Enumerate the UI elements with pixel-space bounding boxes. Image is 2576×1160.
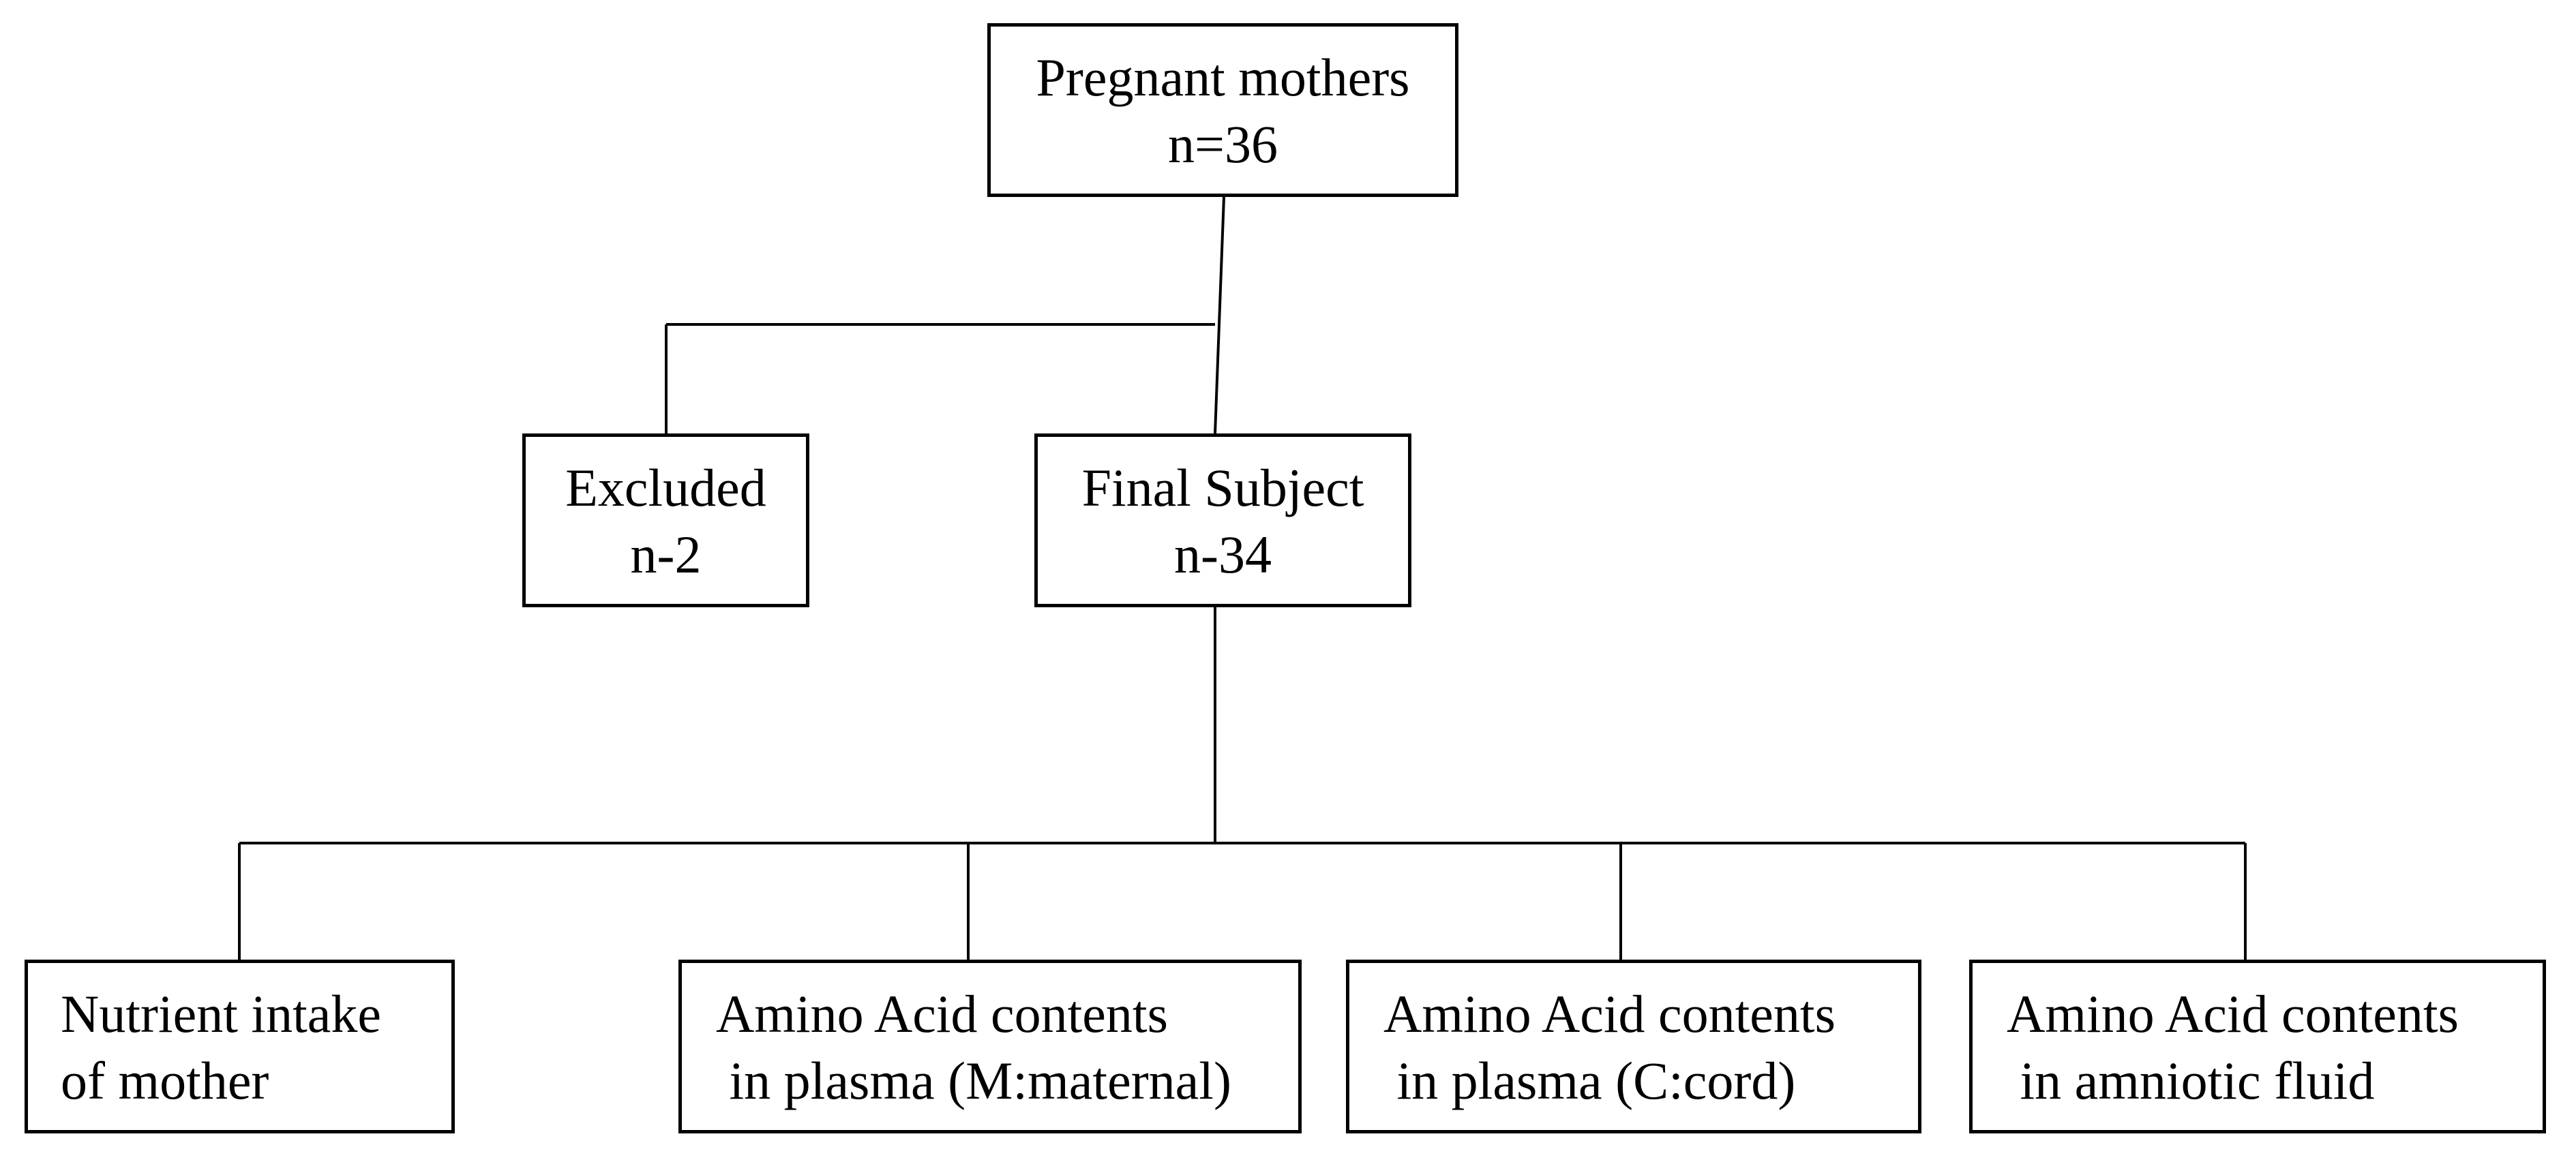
node-amino-maternal: Amino Acid contents in plasma (M:materna… <box>678 960 1302 1133</box>
node-label: Pregnant mothers <box>1036 48 1410 107</box>
node-label-line2: in plasma (M:maternal) <box>716 1051 1231 1110</box>
node-label-line2: in amniotic fluid <box>2007 1051 2375 1110</box>
node-label: Excluded <box>565 458 766 517</box>
node-pregnant-mothers: Pregnant mothers n=36 <box>987 23 1458 197</box>
node-amino-cord: Amino Acid contents in plasma (C:cord) <box>1346 960 1921 1133</box>
node-final-subject: Final Subject n-34 <box>1034 433 1411 607</box>
node-count: n-34 <box>1174 525 1272 584</box>
node-label: Nutrient intake <box>61 984 382 1043</box>
node-count: n-2 <box>630 525 702 584</box>
node-label-line2: of mother <box>61 1051 269 1110</box>
node-label-line2: in plasma (C:cord) <box>1383 1051 1796 1110</box>
node-nutrient-intake: Nutrient intake of mother <box>25 960 455 1133</box>
connector-pregnant-to-final <box>1214 196 1225 434</box>
node-amino-amniotic: Amino Acid contents in amniotic fluid <box>1969 960 2546 1133</box>
node-label: Amino Acid contents <box>716 984 1168 1043</box>
node-count: n=36 <box>1168 115 1278 174</box>
node-label: Amino Acid contents <box>2007 984 2459 1043</box>
node-label: Final Subject <box>1081 458 1364 517</box>
node-label: Amino Acid contents <box>1383 984 1836 1043</box>
node-excluded: Excluded n-2 <box>522 433 809 607</box>
